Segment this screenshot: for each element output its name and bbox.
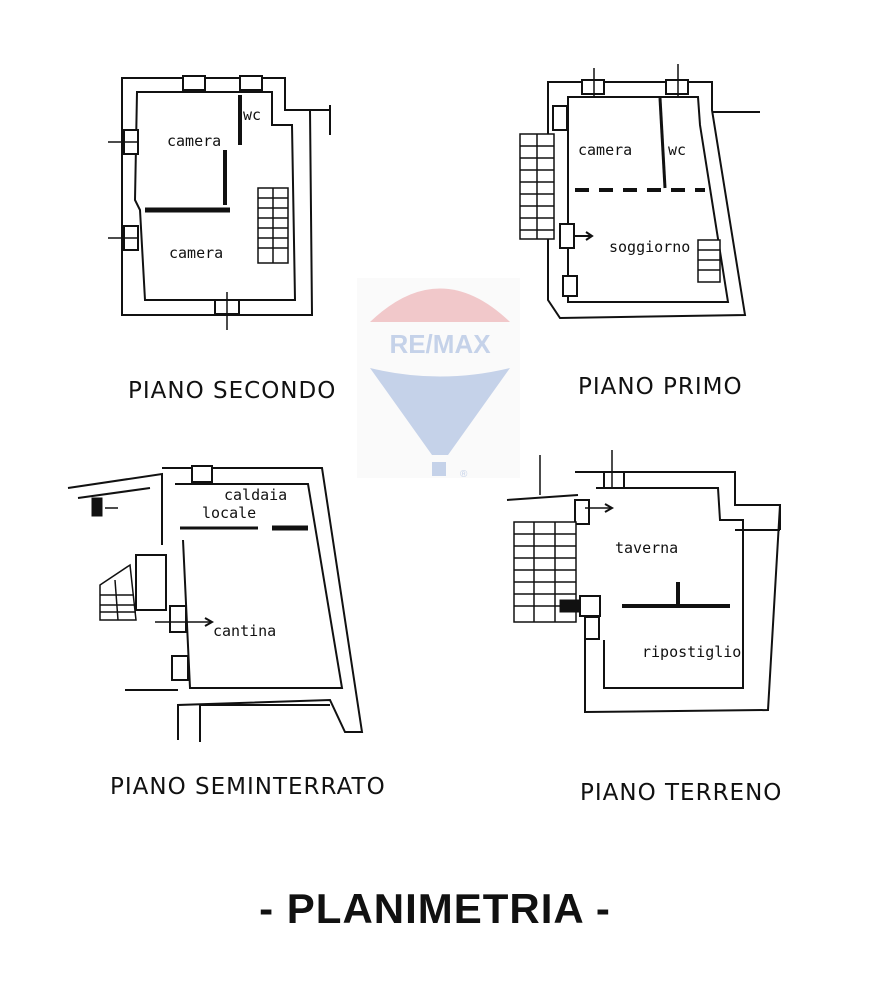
exterior-wall	[67, 472, 163, 545]
window	[239, 75, 263, 91]
outer-wall-inside	[567, 96, 730, 303]
window	[182, 75, 206, 91]
window	[191, 465, 213, 483]
plan-piano-secondo: wc camera camera	[108, 75, 331, 330]
window	[603, 471, 625, 489]
room-label-caldaia: caldaia	[224, 486, 287, 504]
landing	[579, 595, 601, 617]
balloon-top	[370, 288, 510, 322]
column	[91, 497, 103, 517]
watermark-backdrop	[357, 278, 520, 478]
window	[562, 275, 578, 297]
room-label-wc: wc	[668, 141, 686, 159]
plan-title-piano-seminterrato: PIANO SEMINTERRATO	[110, 774, 386, 800]
room-label-ripostiglio: ripostiglio	[642, 643, 741, 661]
entry-arrow-head	[585, 231, 594, 241]
entry-arrow-head	[604, 503, 615, 513]
staircase	[99, 563, 137, 621]
plan-title-piano-secondo: PIANO SECONDO	[128, 378, 337, 404]
balloon-bottom	[370, 368, 510, 455]
window	[171, 655, 189, 681]
window	[169, 605, 187, 633]
exterior-wall	[506, 494, 579, 501]
partition-wall	[658, 97, 667, 189]
window	[665, 79, 689, 95]
room-label-taverna: taverna	[615, 539, 678, 557]
outer-wall-inside	[596, 487, 744, 689]
room-label-soggiorno: soggiorno	[609, 238, 690, 256]
outer-wall-outside	[547, 81, 747, 320]
landing	[135, 554, 167, 611]
plan-title-piano-primo: PIANO PRIMO	[578, 374, 743, 400]
watermark-registered: ®	[460, 469, 468, 480]
exterior-wall	[77, 487, 151, 499]
balloon-basket	[432, 462, 446, 476]
window	[581, 79, 605, 95]
room-label-camera: camera	[169, 244, 223, 262]
exterior-staircase	[519, 133, 555, 240]
window	[574, 499, 590, 525]
window	[552, 105, 568, 131]
room-label-camera: camera	[578, 141, 632, 159]
remax-watermark: RE/MAX ®	[357, 278, 520, 480]
plan-piano-primo: camera wc soggiorno	[519, 64, 760, 320]
plan-piano-terreno: taverna ripostiglio	[506, 450, 782, 714]
room-label-wc: wc	[243, 106, 261, 124]
staircase	[697, 239, 721, 283]
outer-wall-inside	[133, 91, 297, 301]
staircase	[257, 187, 289, 264]
room-label-camera: camera	[167, 132, 221, 150]
plan-piano-seminterrato: caldaia locale cantina	[67, 465, 364, 742]
outer-wall-outside	[162, 467, 364, 740]
entry-arrow-head	[204, 617, 215, 627]
watermark-brand: RE/MAX	[389, 329, 491, 359]
window	[559, 223, 575, 249]
exterior-staircase	[513, 521, 577, 623]
column	[559, 599, 583, 613]
window	[584, 616, 600, 640]
page-title: - PLANIMETRIA -	[259, 885, 611, 932]
room-label-cantina: cantina	[213, 622, 276, 640]
outer-wall-inside	[175, 483, 344, 689]
plan-title-piano-terreno: PIANO TERRENO	[580, 780, 783, 806]
room-label-locale: locale	[202, 504, 256, 522]
